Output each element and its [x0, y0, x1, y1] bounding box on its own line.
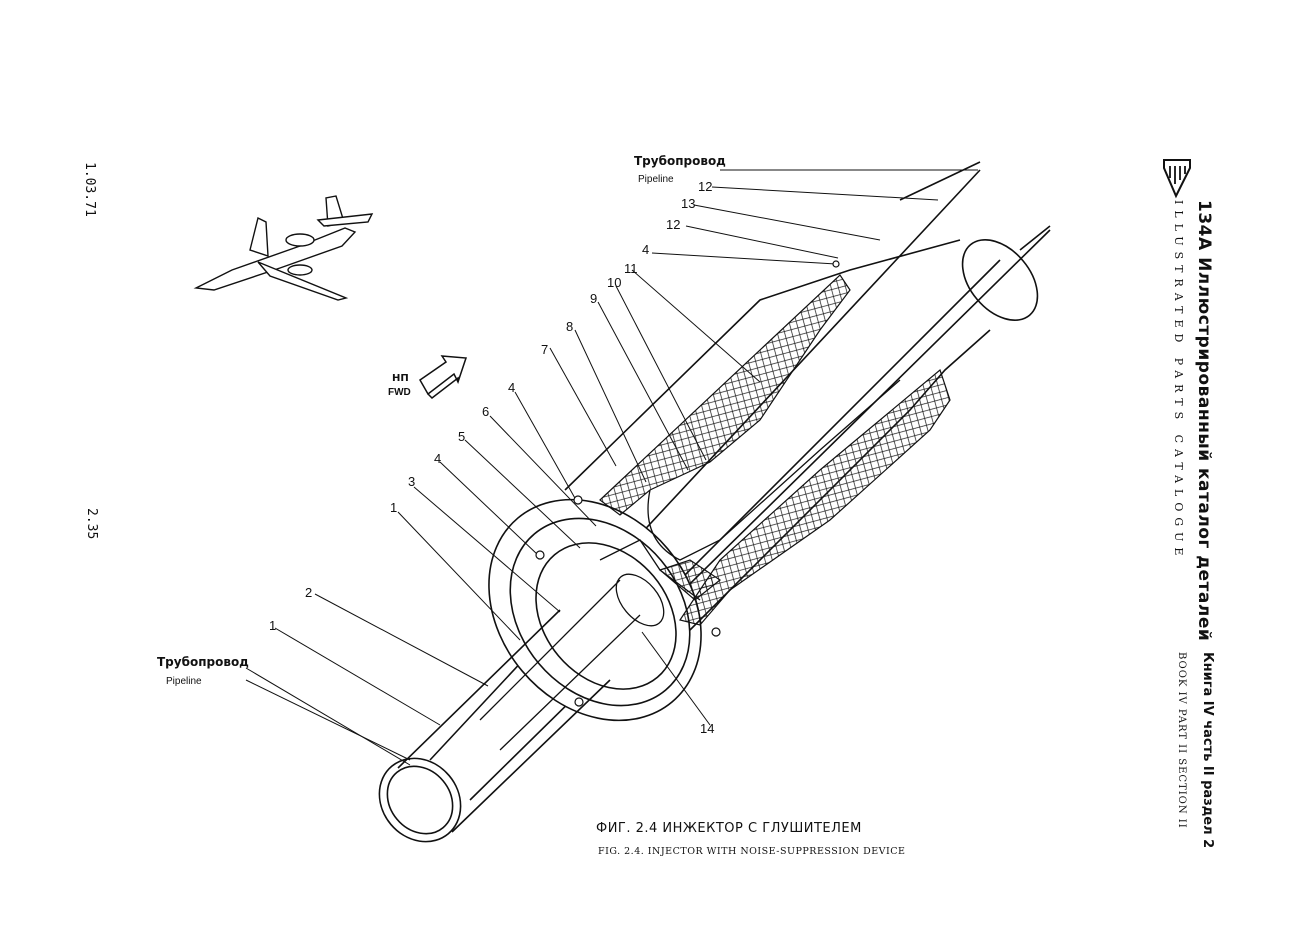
callout-label: 9: [590, 291, 598, 306]
bolt-markers: [535, 260, 840, 707]
callout-label: 4: [434, 451, 442, 466]
callout-label: 1: [390, 500, 398, 515]
callout-label: 3: [408, 474, 416, 489]
revision-code: 1.03.71: [82, 162, 97, 217]
leader-lines: [245, 169, 978, 766]
callout-label: 12: [698, 179, 713, 194]
callout-label: 4: [508, 380, 516, 395]
callout-label: 1: [269, 618, 277, 633]
book-ru: Книга IV часть II раздел 2: [1200, 652, 1215, 849]
callout-label: 7: [541, 342, 549, 357]
callout-label: 12: [666, 217, 681, 232]
catalog-title-en: ILLUSTRATED PARTS CATALOGUE: [1172, 200, 1185, 562]
callout-label: 11: [624, 261, 638, 276]
catalog-logo-icon: [1160, 158, 1194, 200]
callout-label: 10: [607, 275, 622, 290]
catalog-title-ru: Иллюстрированный каталог деталей: [1194, 257, 1214, 642]
callout-label: 5: [458, 429, 466, 444]
figure-caption-en: FIG. 2.4. INJECTOR WITH NOISE-SUPPRESSIO…: [598, 846, 906, 857]
callout-label: 2: [305, 585, 313, 600]
pipeline-top-ru: Трубопровод: [634, 154, 726, 168]
callout-label: 14: [700, 721, 715, 736]
aircraft-illustration: [193, 195, 374, 301]
callout-label: 8: [566, 319, 574, 334]
injector-body: [378, 161, 1051, 843]
pipeline-top-en: Pipeline: [638, 174, 674, 185]
pipeline-bottom-en: Pipeline: [166, 676, 202, 687]
catalog-model: 134A Иллюстрированный каталог деталей: [1194, 200, 1214, 642]
callout-label: 13: [681, 196, 696, 211]
figure-caption-ru: ФИГ. 2.4 ИНЖЕКТОР С ГЛУШИТЕЛЕМ: [596, 821, 862, 836]
fwd-label-ru: НП: [392, 373, 409, 384]
pipeline-bottom-ru: Трубопровод: [157, 655, 249, 669]
page-number: 2.35: [84, 508, 99, 540]
fwd-label-en: FWD: [388, 387, 411, 398]
venturi-channel: [479, 379, 901, 751]
model-number: 134A: [1194, 200, 1214, 251]
fwd-arrow-icon: [419, 355, 468, 399]
callout-label: 6: [482, 404, 490, 419]
noise-suppression-mesh: [599, 274, 951, 626]
callout-label: 4: [642, 242, 650, 257]
book-en: BOOK IV PART II SECTION II: [1176, 652, 1187, 829]
